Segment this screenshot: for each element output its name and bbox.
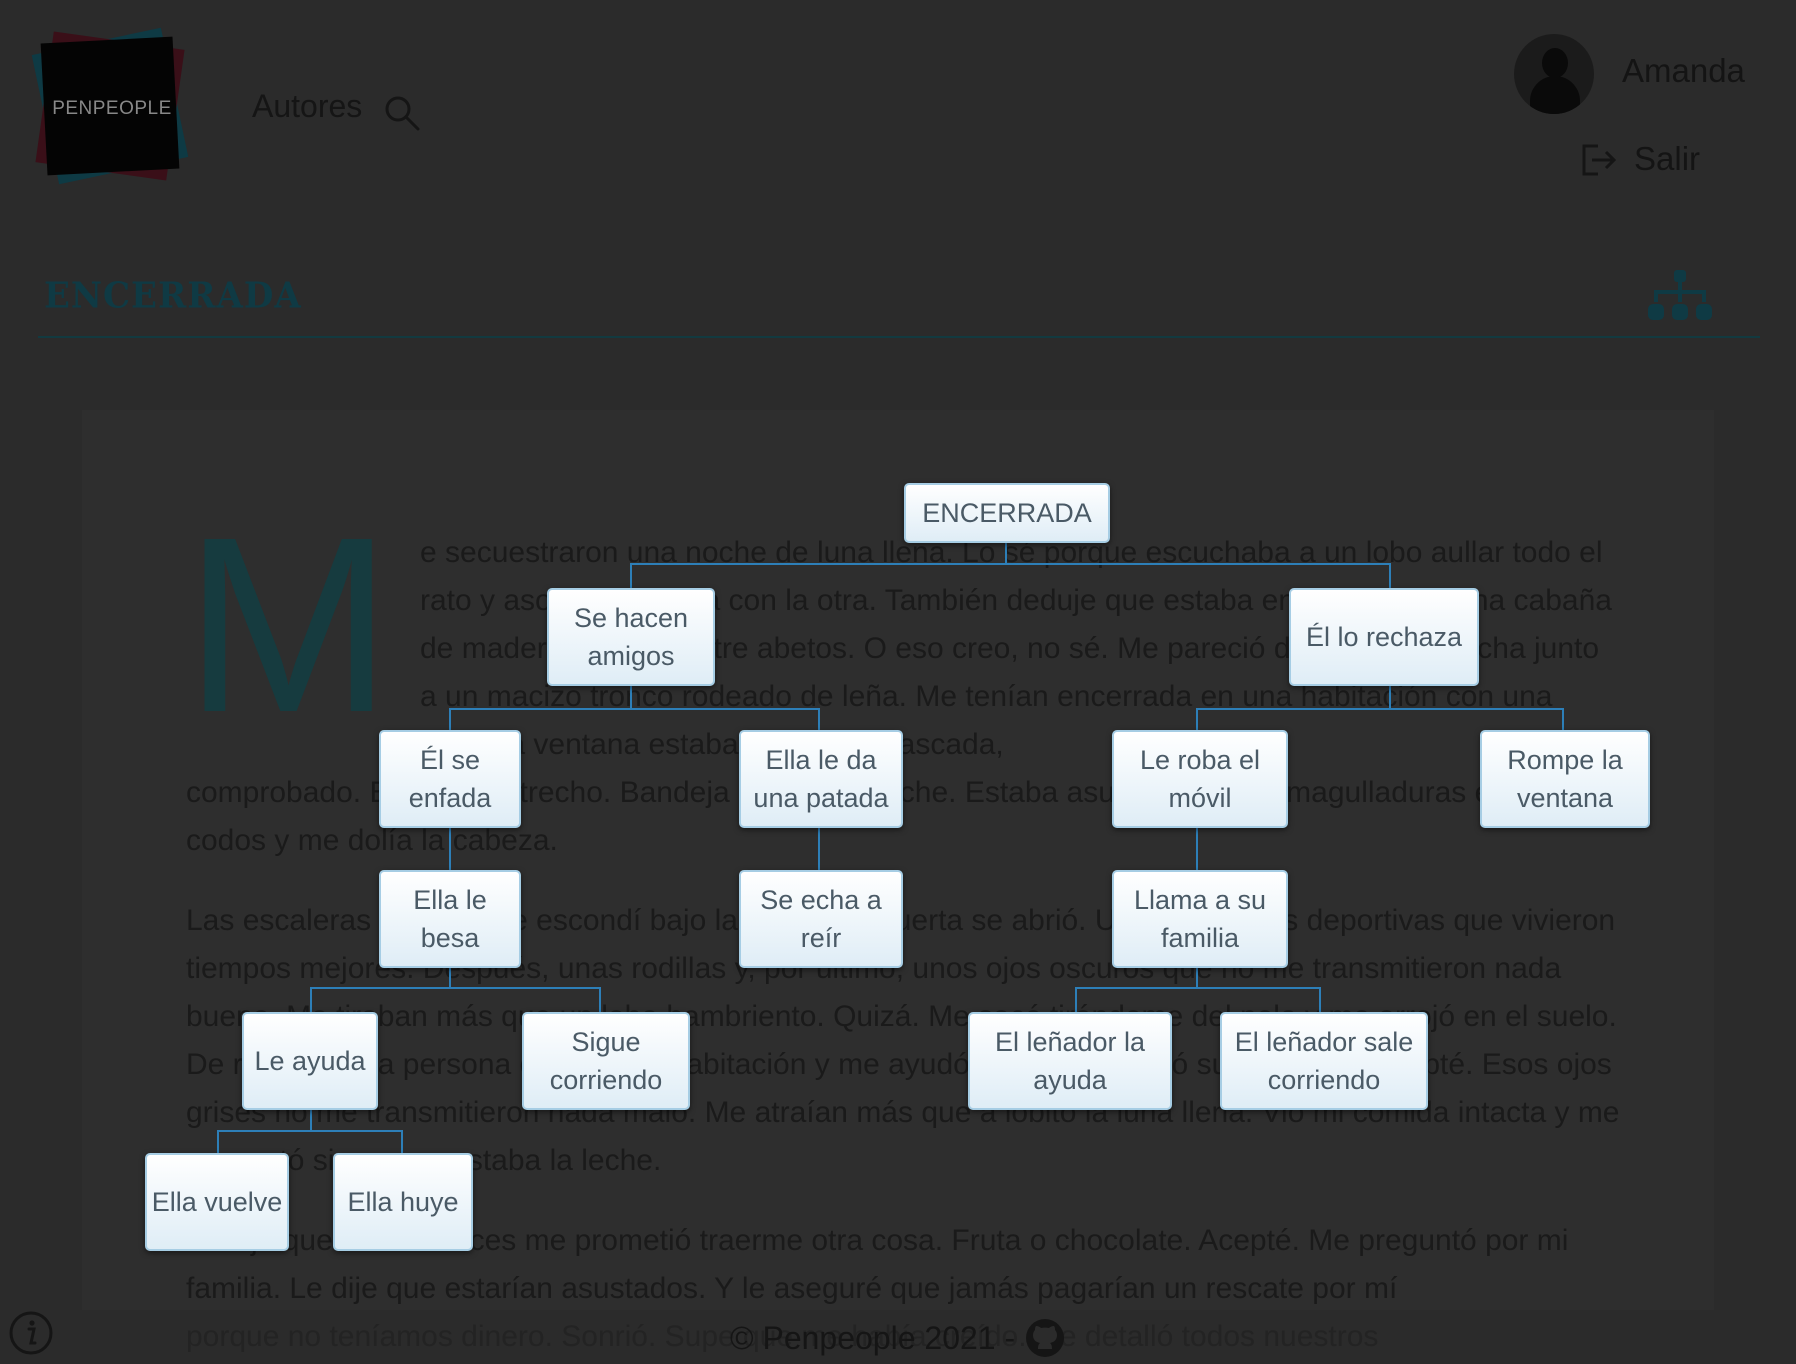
penpeople-logo[interactable]: PENPEOPLE <box>22 18 202 198</box>
tree-node-ella-le-besa[interactable]: Ella le besa <box>379 870 521 968</box>
info-icon[interactable] <box>8 1310 54 1356</box>
github-icon[interactable] <box>1025 1318 1065 1358</box>
tree-node-se-echa-a-reir[interactable]: Se echa a reír <box>739 870 903 968</box>
tree-node-el-lenador-sale-corriendo[interactable]: El leñador sale corriendo <box>1220 1012 1428 1110</box>
dropcap: M <box>184 485 393 764</box>
avatar-body <box>1530 76 1580 114</box>
title-divider <box>38 336 1760 338</box>
logo-text: PENPEOPLE <box>52 98 172 119</box>
tree-node-ella-le-da-una-patada[interactable]: Ella le da una patada <box>739 730 903 828</box>
tree-node-ella-vuelve[interactable]: Ella vuelve <box>145 1153 289 1251</box>
tree-node-rompe-la-ventana[interactable]: Rompe la ventana <box>1480 730 1650 828</box>
story-paragraph-4: porque no teníamos dinero. Sonrió. Supe … <box>186 1320 1379 1353</box>
tree-node-le-roba-el-movil[interactable]: Le roba el móvil <box>1112 730 1288 828</box>
tree-node-root[interactable]: ENCERRADA <box>904 483 1110 543</box>
tree-node-el-lenador-la-ayuda[interactable]: El leñador la ayuda <box>968 1012 1172 1110</box>
tree-node-el-lo-rechaza[interactable]: Él lo rechaza <box>1289 588 1479 686</box>
tree-node-llama-a-su-familia[interactable]: Llama a su familia <box>1112 870 1288 968</box>
footer-copyright: © Penpeople 2021 - <box>730 1319 1016 1356</box>
search-icon[interactable] <box>382 93 422 133</box>
tree-node-se-hacen-amigos[interactable]: Se hacen amigos <box>547 588 715 686</box>
tree-node-sigue-corriendo[interactable]: Sigue corriendo <box>522 1012 690 1110</box>
tree-node-le-ayuda[interactable]: Le ayuda <box>242 1012 378 1110</box>
tree-node-el-se-enfada[interactable]: Él se enfada <box>379 730 521 828</box>
nav-authors-link[interactable]: Autores <box>252 88 363 124</box>
sitemap-icon[interactable] <box>1646 270 1714 322</box>
tree-node-ella-huye[interactable]: Ella huye <box>333 1153 473 1251</box>
footer: © Penpeople 2021 - <box>730 1318 1065 1358</box>
avatar[interactable] <box>1514 34 1594 114</box>
avatar-head <box>1542 48 1568 78</box>
story-title: ENCERRADA <box>44 275 302 317</box>
user-name[interactable]: Amanda <box>1622 52 1745 89</box>
logout-button[interactable]: Salir <box>1634 140 1701 177</box>
logout-icon[interactable] <box>1580 142 1618 178</box>
